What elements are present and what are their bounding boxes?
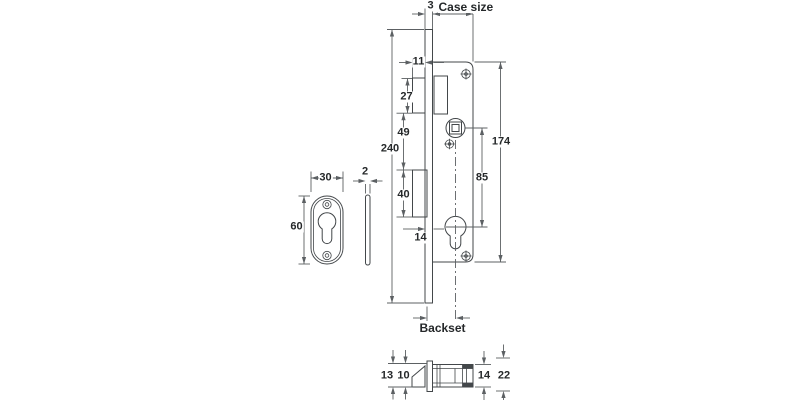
deadbolt: [412, 169, 428, 218]
section-faceplate: [426, 360, 433, 392]
screw-hole-top: [460, 68, 472, 80]
screw-hole-middle: [444, 138, 455, 150]
dim-faceplate-height: 240: [379, 142, 401, 154]
dim-escutcheon-height: 60: [289, 220, 304, 233]
dim-top-offset: 11: [411, 55, 426, 67]
dim-case-height: 174: [490, 135, 512, 147]
dim-bolt-offset: 14: [413, 231, 428, 243]
escutcheon-screw-bottom: [322, 250, 332, 261]
latch-body: [433, 75, 448, 115]
dim-escutcheon-width: 30: [318, 171, 333, 183]
escutcheon-view: [298, 171, 383, 266]
escutcheon-screw-top: [322, 199, 332, 210]
escutcheon-outer: [310, 195, 344, 265]
screw-hole-bottom: [460, 250, 472, 262]
escutcheon-euro-cutout: [317, 212, 337, 245]
dim-escutcheon-thickness: 2: [360, 165, 370, 178]
dim-section-case-thickness: 14: [476, 369, 492, 381]
dim-spindle-to-cylinder: 85: [474, 171, 490, 183]
dim-latch-height: 27: [399, 90, 414, 102]
dim-latch-depth: 10: [396, 369, 411, 382]
front-dimensions: [387, 8, 506, 321]
spindle-follower: [445, 118, 466, 138]
dim-bolt-height: 40: [396, 188, 411, 201]
section-latch-bevel: [411, 364, 426, 388]
dim-plate-thickness: 3: [426, 0, 435, 11]
escutcheon-inner: [313, 198, 341, 262]
dim-case-size-label: Case size: [437, 0, 495, 14]
latch-bolt: [412, 77, 426, 114]
dim-backset-label: Backset: [418, 321, 467, 335]
dim-latch-to-bolt: 49: [396, 126, 411, 139]
faceplate: [424, 29, 433, 304]
dim-overall-depth: 22: [496, 369, 512, 381]
section-case: [432, 364, 474, 388]
section-view: [388, 344, 510, 400]
dim-latch-projection: 13: [379, 369, 395, 382]
escutcheon-side-plate: [365, 194, 371, 266]
lock-case: [432, 61, 474, 263]
front-view: [412, 29, 474, 322]
